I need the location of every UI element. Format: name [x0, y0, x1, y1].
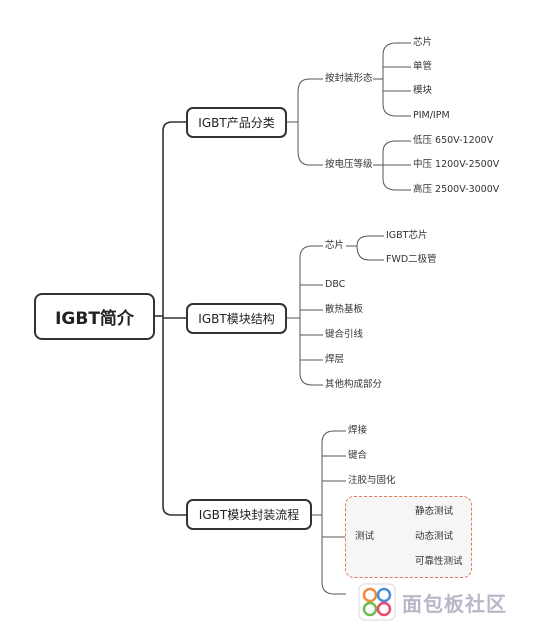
branch-module-structure[interactable]: IGBT模块结构 — [186, 303, 287, 334]
item-module[interactable]: 模块 — [413, 85, 433, 96]
item-chip[interactable]: 芯片 — [413, 37, 433, 48]
root-node[interactable]: IGBT简介 — [34, 293, 155, 340]
branch-product-classification[interactable]: IGBT产品分类 — [186, 107, 287, 138]
branch-packaging-process[interactable]: IGBT模块封装流程 — [186, 499, 312, 530]
item-bond-wire[interactable]: 键合引线 — [325, 329, 364, 340]
item-reliability-test[interactable]: 可靠性测试 — [415, 556, 463, 567]
watermark: 面包板社区 — [358, 583, 507, 621]
item-mid-voltage[interactable]: 中压 1200V-2500V — [413, 159, 500, 170]
connector-classification-groups — [297, 78, 323, 166]
item-bonding[interactable]: 键合 — [348, 450, 368, 461]
watermark-text: 面包板社区 — [402, 591, 507, 616]
connector-package-items — [382, 42, 411, 117]
item-low-voltage[interactable]: 低压 650V-1200V — [413, 135, 494, 146]
group-test[interactable]: 测试 — [355, 531, 375, 542]
item-igbt-chip[interactable]: IGBT芯片 — [386, 230, 428, 241]
item-dbc[interactable]: DBC — [325, 279, 346, 290]
item-pim-ipm[interactable]: PIM/IPM — [413, 110, 450, 121]
item-high-voltage[interactable]: 高压 2500V-3000V — [413, 184, 500, 195]
group-voltage-level[interactable]: 按电压等级 — [325, 159, 373, 170]
item-static-test[interactable]: 静态测试 — [415, 506, 454, 517]
group-package-form[interactable]: 按封装形态 — [325, 73, 373, 84]
item-dynamic-test[interactable]: 动态测试 — [415, 531, 454, 542]
item-potting-curing[interactable]: 注胶与固化 — [348, 475, 396, 486]
group-chip[interactable]: 芯片 — [325, 240, 345, 251]
item-discrete[interactable]: 单管 — [413, 61, 433, 72]
test-highlight-box — [345, 496, 472, 578]
item-fwd-diode[interactable]: FWD二极管 — [386, 254, 437, 265]
item-other-parts[interactable]: 其他构成部分 — [325, 379, 383, 390]
watermark-logo-icon — [358, 583, 396, 621]
item-solder-layer[interactable]: 焊层 — [325, 354, 345, 365]
item-heat-sink-base[interactable]: 散热基板 — [325, 304, 364, 315]
item-welding[interactable]: 焊接 — [348, 425, 368, 436]
